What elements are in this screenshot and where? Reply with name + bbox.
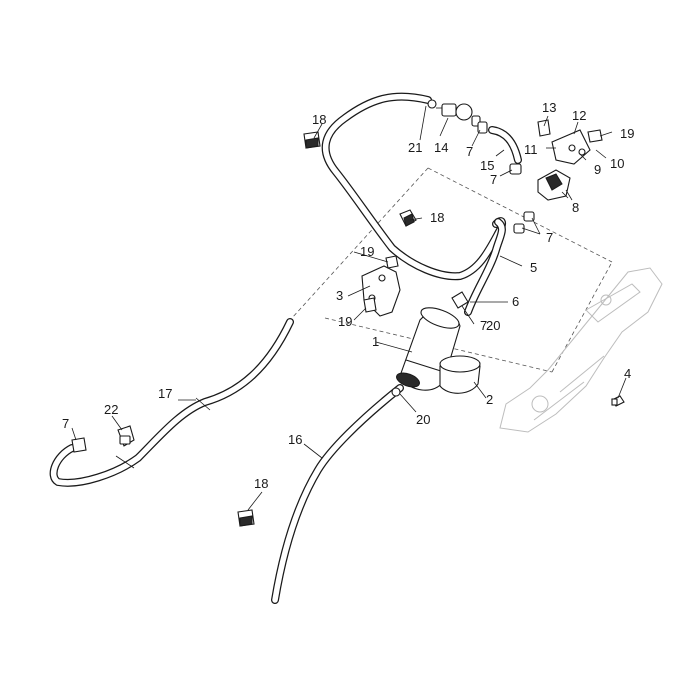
- callout-18-mid: 18: [430, 210, 444, 225]
- bracket-part-11: [551, 129, 591, 165]
- fitting-part-22: [117, 425, 135, 447]
- callout-9: 9: [594, 162, 601, 177]
- clamp-part-7-pair: [513, 211, 535, 234]
- leader-lines: [71, 115, 627, 511]
- assembly-dashed-outline: [291, 167, 613, 373]
- hose-part-16: [271, 384, 404, 604]
- callout-6: 6: [512, 294, 519, 309]
- clip-part-21: [419, 99, 437, 141]
- clip-part-19-upper: [587, 129, 603, 143]
- clamp-part-7-mid: [509, 163, 522, 175]
- valve-part-8: [537, 169, 573, 201]
- callout-7-lower: 7: [62, 416, 69, 431]
- frame-bracket: [499, 267, 663, 433]
- clip-part-18-lower: [237, 509, 255, 527]
- callout-19-bracket-top: 19: [360, 244, 374, 259]
- callout-10: 10: [610, 156, 624, 171]
- hose-part-5: [464, 218, 506, 316]
- hose-part-17: [49, 318, 294, 487]
- callout-20-lower: 20: [416, 412, 430, 427]
- clip-part-18-mid: [399, 209, 417, 227]
- callout-3: 3: [336, 288, 343, 303]
- callout-17: 17: [158, 386, 172, 401]
- clamp-part-7-lower: [71, 437, 87, 453]
- valve-part-14: [436, 103, 481, 127]
- callout-19-bracket-bottom: 19: [338, 314, 352, 329]
- callout-13: 13: [542, 100, 556, 115]
- callout-11: 11: [524, 142, 538, 157]
- callout-8: 8: [572, 200, 579, 215]
- screw-part-19-a: [385, 255, 399, 269]
- bolt-part-4: [611, 395, 625, 407]
- fitting-part-6: [451, 291, 469, 309]
- callout-12: 12: [572, 108, 586, 123]
- callout-7-upper: 7: [466, 144, 473, 159]
- callout-4: 4: [624, 366, 631, 381]
- hose-part-15: [488, 126, 522, 164]
- callout-1: 1: [372, 334, 379, 349]
- ring-part-20-lower: [391, 387, 401, 397]
- callout-22: 22: [104, 402, 118, 417]
- screw-part-19-b: [363, 297, 377, 313]
- callout-7-right: 7: [546, 230, 553, 245]
- clip-part-13: [537, 119, 551, 137]
- callout-7-mid: 7: [490, 172, 497, 187]
- callout-20-upper: 20: [486, 318, 500, 333]
- callout-5: 5: [530, 260, 537, 275]
- callout-18-lower: 18: [254, 476, 268, 491]
- callout-16: 16: [288, 432, 302, 447]
- band-part-2: [439, 355, 481, 394]
- callout-14: 14: [434, 140, 448, 155]
- callout-2: 2: [486, 392, 493, 407]
- callout-18-top: 18: [312, 112, 326, 127]
- callout-7-canister: 7: [480, 318, 487, 333]
- callout-15: 15: [480, 158, 494, 173]
- clip-part-18-top: [303, 131, 321, 149]
- callout-19-upper: 19: [620, 126, 634, 141]
- callout-labels: 1 2 3 4 5 6 7 7 7 7 7 8 9 10 11 12 13 14…: [62, 100, 634, 491]
- callout-21: 21: [408, 140, 422, 155]
